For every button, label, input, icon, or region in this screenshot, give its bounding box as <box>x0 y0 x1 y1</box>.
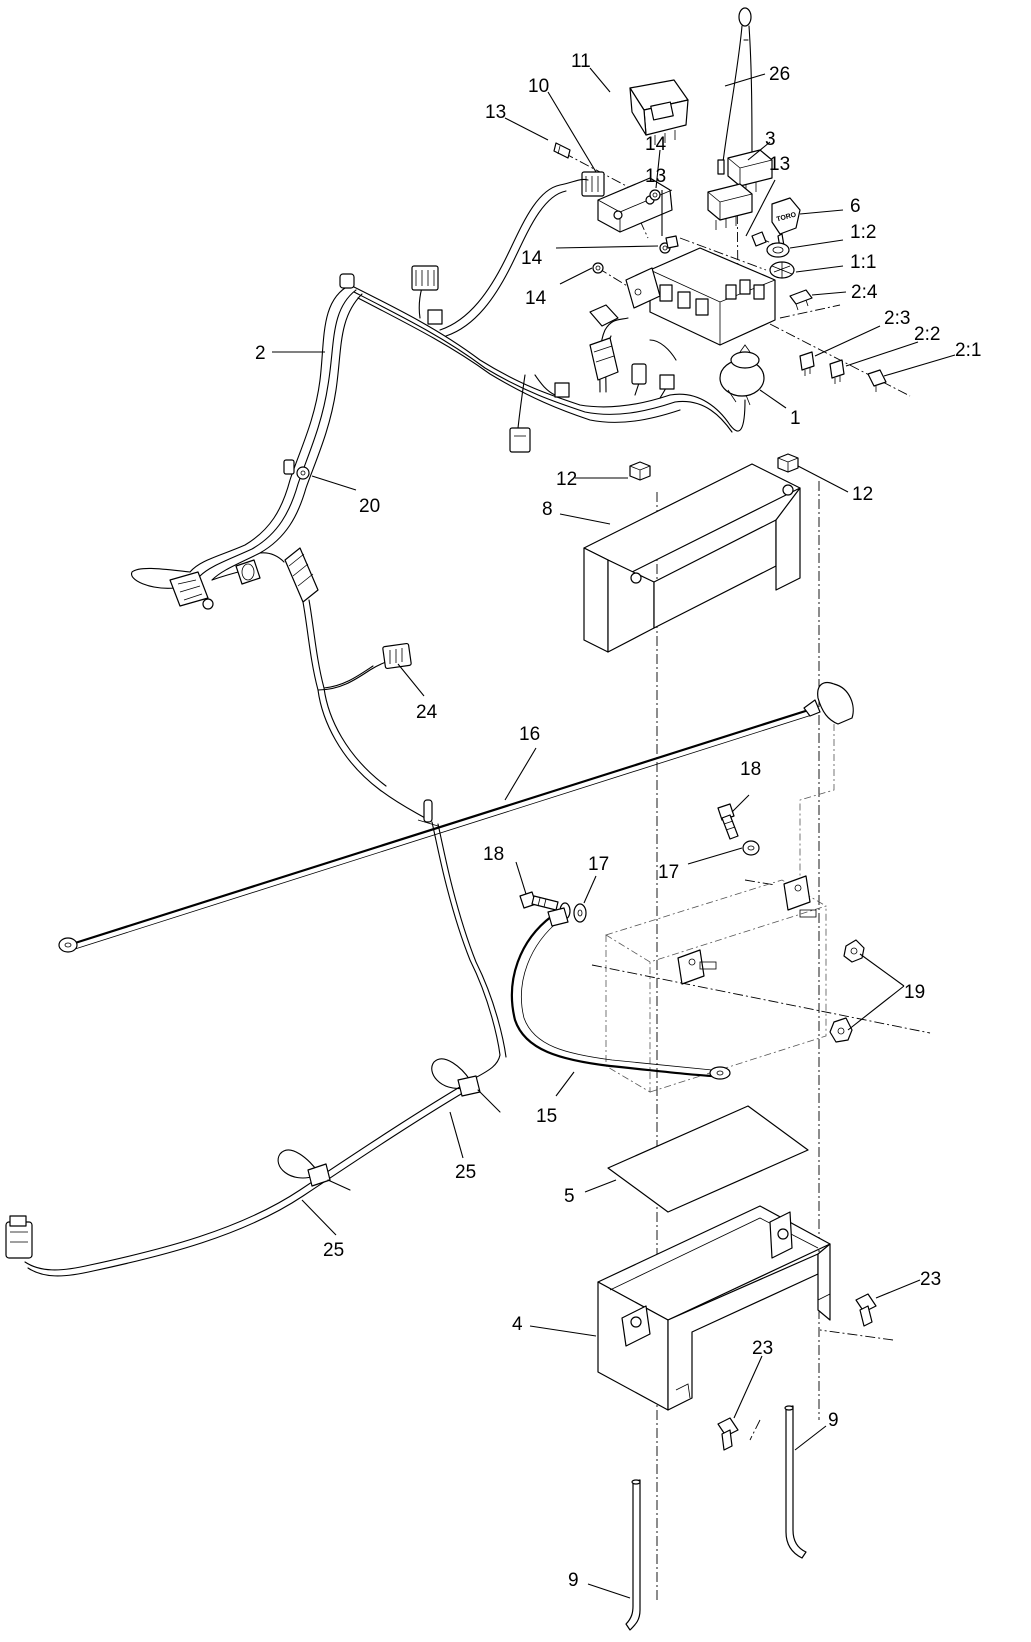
cable-tie-part-25-lower <box>277 1149 351 1191</box>
nut-part-19-lower <box>829 1017 853 1043</box>
relay-part-3-lower <box>707 183 753 230</box>
callout-14-c: 14 <box>525 288 547 309</box>
callout-19: 19 <box>904 982 925 1003</box>
callout-1-1: 1:1 <box>850 252 876 273</box>
callout-2-3: 2:3 <box>884 308 910 329</box>
callout-9-b: 9 <box>568 1570 579 1591</box>
battery-cable-part-15 <box>510 907 731 1080</box>
callout-18-b: 18 <box>483 844 504 865</box>
callout-6: 6 <box>850 196 861 217</box>
lamp-wire-part-26 <box>717 7 753 175</box>
wire-harness-lower-run <box>5 821 507 1277</box>
callout-11: 11 <box>571 51 591 72</box>
callout-9-a: 9 <box>828 1410 839 1431</box>
nut-part-12-left <box>629 461 651 481</box>
callout-14-a: 14 <box>645 134 667 155</box>
key-part-6: TORO <box>771 197 801 249</box>
bolt-part-18-upper <box>717 803 739 840</box>
leader-lines <box>272 67 956 1599</box>
callout-14-b: 14 <box>521 248 543 269</box>
callout-18-a: 18 <box>740 759 761 780</box>
bolt-part-23-right <box>855 1293 877 1327</box>
callout-2: 2 <box>255 343 266 364</box>
callout-13-b: 13 <box>769 154 790 175</box>
fuse-block-housing <box>625 247 776 346</box>
callout-26: 26 <box>769 64 790 85</box>
nut-part-19-upper <box>843 939 865 963</box>
callout-23-a: 23 <box>920 1269 941 1290</box>
battery-phantom <box>605 875 827 1093</box>
callout-24: 24 <box>416 702 438 723</box>
callout-17-a: 17 <box>588 854 609 875</box>
callout-2-1: 2:1 <box>955 340 981 361</box>
callout-13-c: 13 <box>645 166 666 187</box>
bolt-part-13-b <box>665 235 679 249</box>
callout-12-b: 12 <box>852 484 873 505</box>
bolt-part-18-lower <box>519 891 559 911</box>
callout-8: 8 <box>542 499 553 520</box>
callout-13-a: 13 <box>485 102 506 123</box>
wire-harness-part-2 <box>131 178 746 610</box>
callout-15: 15 <box>536 1106 557 1127</box>
callout-2-4: 2:4 <box>851 282 878 303</box>
callout-1: 1 <box>790 408 801 429</box>
nut-part-12-right <box>777 453 799 473</box>
harness-clip <box>417 799 439 827</box>
callout-17-b: 17 <box>658 862 679 883</box>
callout-1-2: 1:2 <box>850 222 876 243</box>
nut-part-14-a <box>649 189 661 201</box>
nut-part-1-1 <box>769 261 795 279</box>
switch-part-11 <box>629 79 689 145</box>
callout-20: 20 <box>359 496 380 517</box>
fuse-part-2-3 <box>799 351 815 376</box>
nut-part-14-c <box>592 262 604 274</box>
j-bolt-part-9-right <box>784 1405 807 1559</box>
bolt-part-13-c <box>751 231 767 247</box>
callout-12-a: 12 <box>556 469 577 490</box>
callout-2-2: 2:2 <box>914 324 940 345</box>
callout-3: 3 <box>765 129 776 150</box>
callout-25-a: 25 <box>455 1162 476 1183</box>
battery-pad-part-5 <box>607 1105 809 1213</box>
ground-cable-part-16 <box>58 681 854 953</box>
washer-part-1-2 <box>766 242 790 258</box>
cable-tie-part-25-upper <box>431 1058 501 1113</box>
callout-23-b: 23 <box>752 1338 773 1359</box>
j-bolt-part-9-left <box>625 1479 641 1631</box>
callout-labels: 11 26 10 13 3 14 13 13 6 14 1:2 14 1:1 2… <box>255 51 981 1591</box>
fuse-part-2-4 <box>789 289 813 311</box>
callout-25-b: 25 <box>323 1240 344 1261</box>
wire-branch-part-24 <box>284 547 426 819</box>
washer-part-17-upper <box>742 840 760 856</box>
battery-tray-part-4 <box>597 1205 831 1411</box>
callout-4: 4 <box>512 1314 523 1335</box>
fuse-part-2-2 <box>829 359 845 384</box>
hold-down-bracket-part-8 <box>583 463 801 653</box>
grommet-part-20 <box>283 459 310 480</box>
bolt-part-13-a <box>553 142 571 159</box>
fuse-part-2-1 <box>867 369 887 392</box>
bolt-part-23-left <box>717 1417 739 1451</box>
callout-16: 16 <box>519 724 540 745</box>
ignition-switch-part-1 <box>719 344 765 406</box>
callout-10: 10 <box>528 76 549 97</box>
callout-5: 5 <box>564 1186 575 1207</box>
